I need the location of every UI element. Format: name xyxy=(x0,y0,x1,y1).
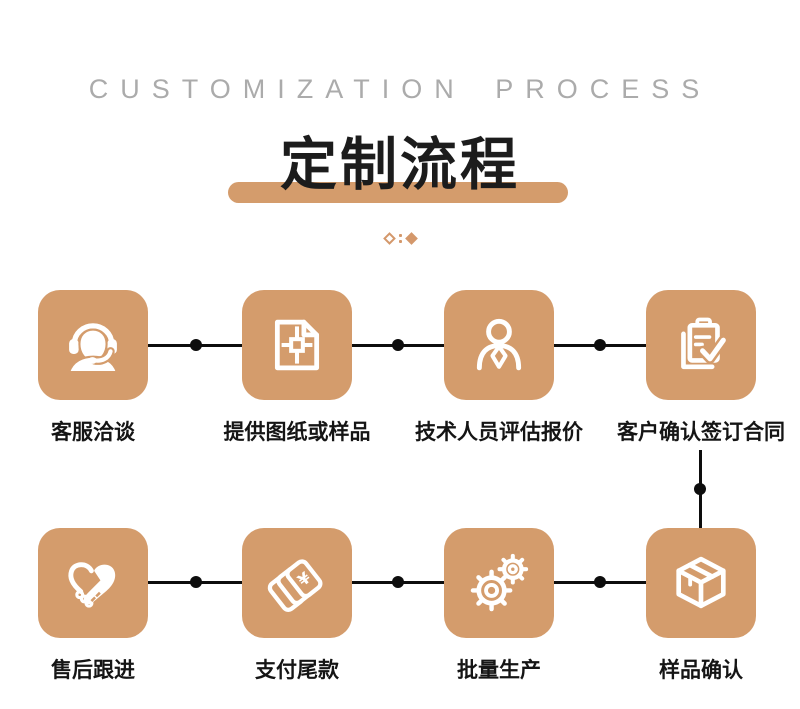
step-contract-signing-tile xyxy=(646,290,756,400)
step-final-payment-tile: ¥ xyxy=(242,528,352,638)
step-customer-service-tile xyxy=(38,290,148,400)
step-contract-signing-label: 客户确认签订合同 xyxy=(617,421,785,444)
filled-diamond-icon xyxy=(404,231,418,245)
step-mass-production-tile xyxy=(444,528,554,638)
blueprint-document-icon xyxy=(274,319,320,371)
title-underline-bar xyxy=(228,182,568,203)
gears-icon xyxy=(470,553,529,612)
step-customer-service: 客服洽谈 xyxy=(0,290,203,446)
step-customer-service-label: 客服洽谈 xyxy=(51,421,135,444)
step-aftersales-followup-tile xyxy=(38,528,148,638)
step-aftersales-followup-label: 售后跟进 xyxy=(51,659,135,682)
hollow-diamond-icon xyxy=(382,231,396,245)
step-aftersales-followup: 售后跟进 xyxy=(0,528,203,684)
step-technical-evaluation: 技术人员评估报价 xyxy=(389,290,609,446)
colon-dots xyxy=(398,233,402,243)
step-final-payment: ¥ 支付尾款 xyxy=(187,528,407,684)
step-provide-drawings-label: 提供图纸或样品 xyxy=(223,421,371,444)
step-technical-evaluation-tile xyxy=(444,290,554,400)
payment-cards-icon: ¥ xyxy=(267,559,323,612)
step-provide-drawings-tile xyxy=(242,290,352,400)
connector-dot xyxy=(190,576,202,588)
page-title: 定制流程 xyxy=(280,133,520,197)
connector-dot xyxy=(594,576,606,588)
step-sample-confirmation-tile xyxy=(646,528,756,638)
customer-service-headset-icon xyxy=(67,323,119,374)
connector-dot xyxy=(392,339,404,351)
diamond-colon-diamond-ornament xyxy=(0,229,800,247)
english-subtitle: CUSTOMIZATION PROCESS xyxy=(88,74,712,104)
connector-dot xyxy=(190,339,202,351)
step-sample-confirmation: 样品确认 xyxy=(591,528,800,684)
package-box-icon xyxy=(676,556,726,609)
contract-clipboard-icon xyxy=(681,317,729,370)
step-sample-confirmation-label: 样品确认 xyxy=(659,659,743,682)
connector-dot xyxy=(594,339,606,351)
technician-person-icon xyxy=(476,318,522,371)
step-mass-production: 批量生产 xyxy=(389,528,609,684)
step-contract-signing: 客户确认签订合同 xyxy=(591,290,800,446)
handshake-heart-icon xyxy=(68,562,116,608)
step-provide-drawings: 提供图纸或样品 xyxy=(187,290,407,446)
step-mass-production-label: 批量生产 xyxy=(457,659,541,682)
connector-dot xyxy=(694,483,706,495)
step-technical-evaluation-label: 技术人员评估报价 xyxy=(415,421,583,444)
step-final-payment-label: 支付尾款 xyxy=(255,659,339,682)
connector-dot xyxy=(392,576,404,588)
